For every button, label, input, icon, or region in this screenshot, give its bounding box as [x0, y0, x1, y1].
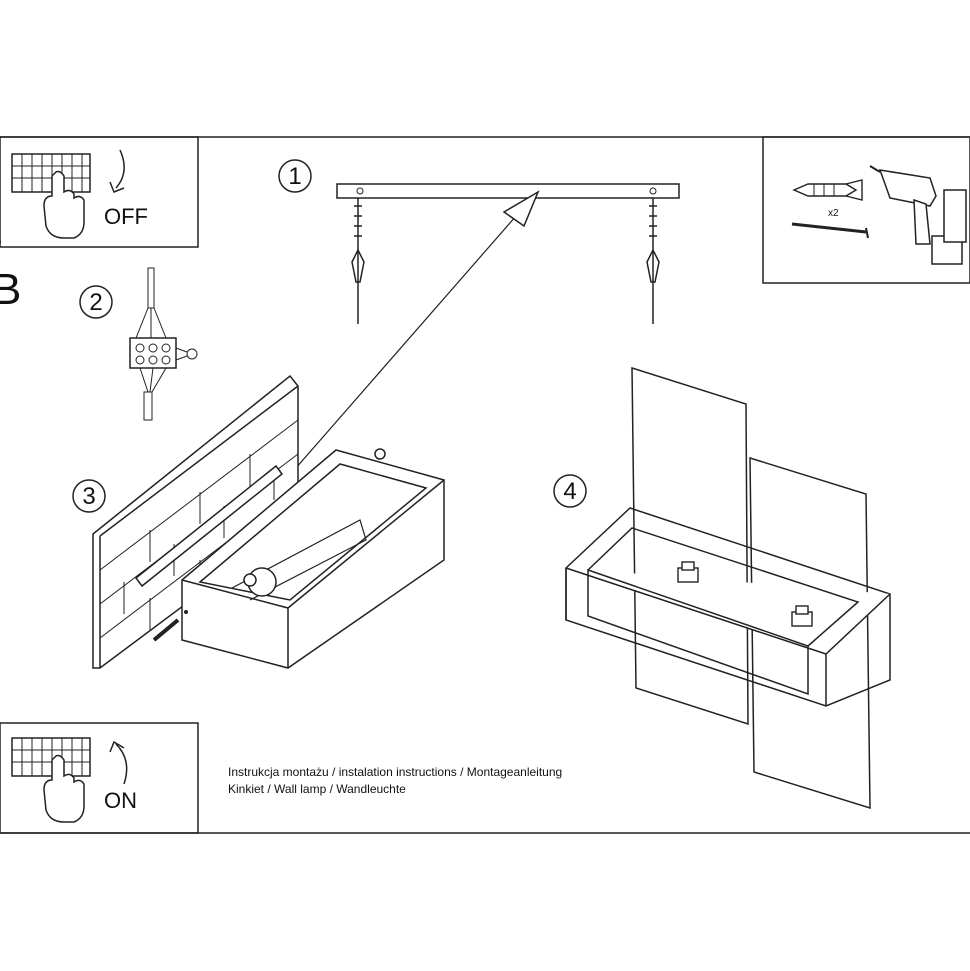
- hand-icon: [43, 754, 85, 823]
- ground-icon: [186, 348, 198, 360]
- glass-panel-back: [631, 366, 749, 726]
- caption-line-2: Kinkiet / Wall lamp / Wandleuchte: [228, 782, 406, 796]
- screw-icon: [791, 222, 869, 239]
- step-4-insert-panels: 4: [553, 366, 891, 810]
- circuit-breaker-icon: [11, 737, 91, 777]
- panel-power-on: ON C: [0, 722, 199, 838]
- drill-icon: [869, 165, 967, 265]
- caption-line-1: Instrukcja montażu / instalation instruc…: [228, 765, 563, 779]
- screw-anchor-right: [646, 198, 660, 324]
- step-3-attach-box: 3: [72, 374, 445, 669]
- step-2-number: 2: [89, 289, 102, 316]
- screw-anchor-left: [351, 198, 365, 324]
- letter-c: C: [0, 789, 2, 838]
- step-4-number: 4: [563, 478, 576, 505]
- circuit-breaker-icon: [11, 153, 91, 193]
- mounting-rail: [134, 464, 284, 588]
- screw-icon: [152, 618, 180, 642]
- tools-panel: x2: [762, 136, 970, 284]
- panel-power-off: OFF A: [0, 136, 199, 253]
- on-label: ON: [104, 788, 137, 813]
- letter-a: A: [0, 204, 2, 253]
- step-3-number: 3: [82, 483, 95, 510]
- lamp-box: [181, 449, 445, 669]
- hand-icon: [43, 170, 85, 239]
- step-2-wiring: 2: [79, 267, 198, 421]
- turn-on-arrow-icon: [115, 743, 128, 785]
- step-1-number: 1: [288, 163, 301, 190]
- lamp-box: [565, 507, 891, 707]
- bulb-socket-left: [677, 561, 699, 583]
- mounting-bracket: [336, 183, 680, 199]
- bulb-socket-right: [791, 605, 813, 627]
- letter-b: B: [0, 265, 21, 314]
- turn-off-arrow-icon: [115, 149, 125, 189]
- off-label: OFF: [104, 204, 148, 229]
- wall-plug-icon: [792, 179, 863, 201]
- quantity-label: x2: [828, 208, 839, 219]
